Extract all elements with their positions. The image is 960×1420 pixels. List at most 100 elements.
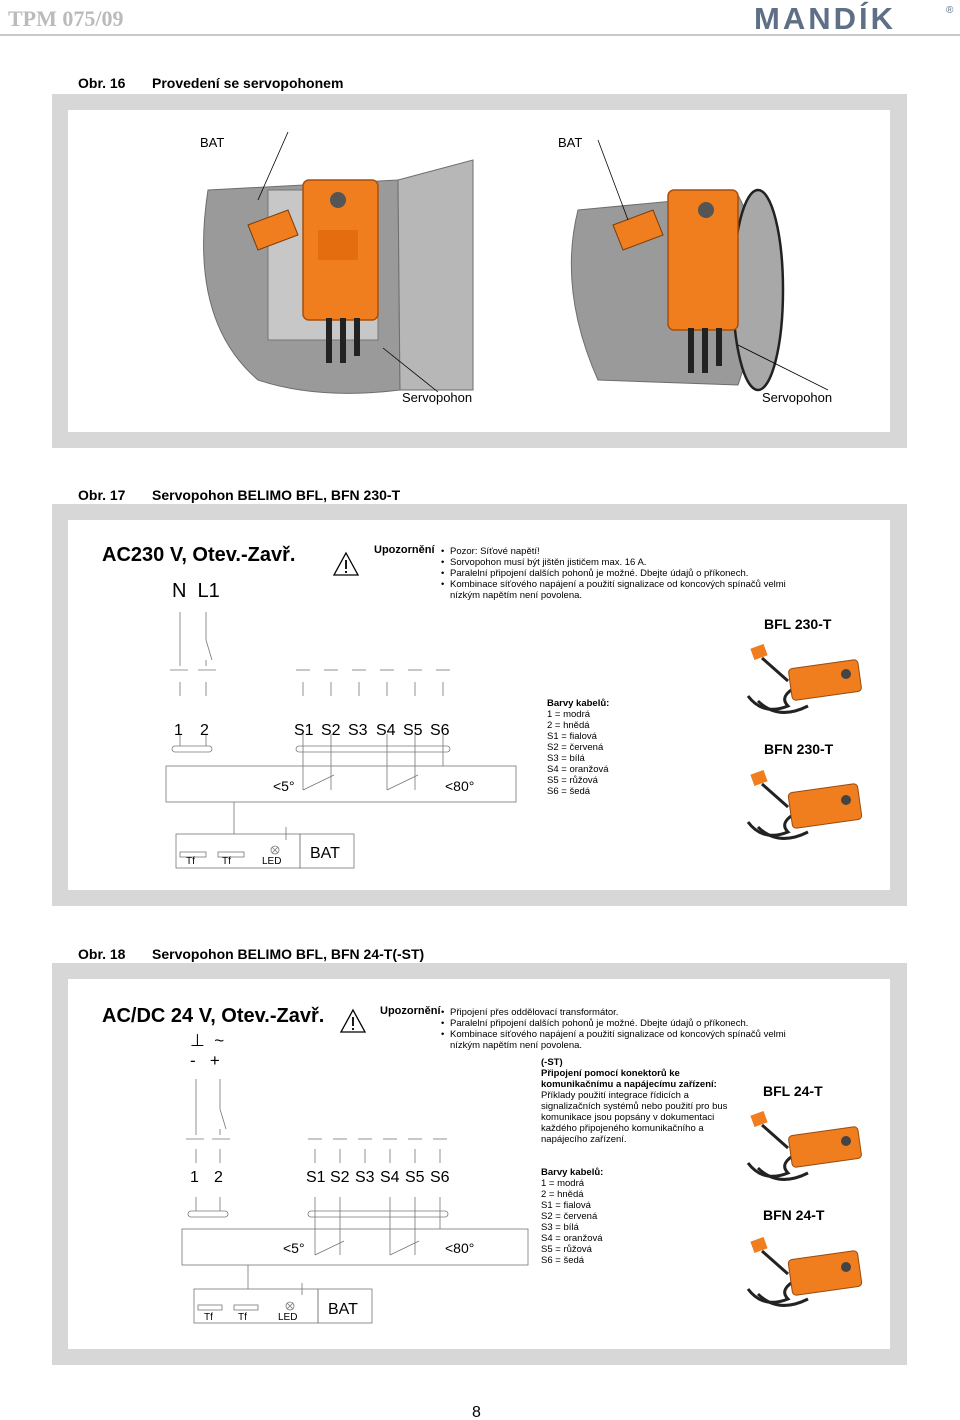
bfn-24-actuator-photo [746, 1236, 863, 1307]
cable-color-item: S1 = fialová [547, 731, 597, 742]
warning-item: Paralelní připojení dalších pohonů je mo… [441, 568, 811, 579]
brand-logo: MANDÍK ® [754, 1, 954, 36]
warning-triangle-icon [339, 1008, 367, 1033]
fig17-supply-title: AC230 V, Otev.-Zavř. [102, 544, 296, 566]
terminal-label: S4 [380, 1169, 400, 1186]
fig18-number: Obr. 18 [78, 946, 126, 962]
cable-colors-title: Barvy kabelů: [547, 698, 610, 709]
terminal-label: 1 [174, 722, 183, 739]
fig17-panel-inner: AC230 V, Otev.-Zavř. N L1 Upozornění Poz… [68, 520, 890, 890]
fig17-model-top: BFL 230-T [764, 616, 832, 632]
tf-label: Tf [222, 856, 231, 867]
document-code: TPM 075/09 [8, 6, 124, 31]
fig18-warning-title: Upozornění [380, 1005, 441, 1017]
fig16-bat-label-left: BAT [200, 135, 225, 150]
fig18-pole-symbols: ⊥ ~ [190, 1031, 225, 1050]
fig17-model-bottom: BFN 230-T [764, 741, 834, 757]
warning-item: Sorvopohon musí být jištěn jističem max.… [441, 557, 811, 568]
page-number: 8 [472, 1404, 481, 1420]
fig18-pole-signs: - + [190, 1051, 220, 1070]
terminal-label: 2 [214, 1169, 223, 1186]
cable-color-item: S5 = růžová [547, 775, 598, 786]
angle-low-label: <5° [273, 778, 295, 794]
cable-color-item: S3 = bílá [541, 1222, 579, 1233]
fig18-st-note: (-ST) Připojení pomocí konektorů ke komu… [541, 1057, 741, 1145]
fig16-actuator-label-left: Servopohon [402, 390, 473, 405]
fig18-warning-list: Připojení přes oddělovací transformátor.… [441, 1007, 811, 1051]
terminal-label: 2 [200, 722, 209, 739]
terminal-label: S5 [403, 722, 423, 739]
fig16-bat-label-right: BAT [558, 135, 583, 150]
fig18-panel: AC/DC 24 V, Otev.-Zavř. ⊥ ~ - + Upozorně… [52, 963, 907, 1365]
tf-label: Tf [186, 856, 195, 867]
cable-color-item: S5 = růžová [541, 1244, 592, 1255]
tf-label: Tf [204, 1312, 213, 1323]
terminal-label: 1 [190, 1169, 199, 1186]
bat-box-label: BAT [328, 1301, 358, 1318]
fig17-title: Servopohon BELIMO BFL, BFN 230-T [152, 487, 401, 503]
terminal-label: S6 [430, 1169, 450, 1186]
bfl-24-actuator-photo [746, 1110, 862, 1181]
fig16-actuator-label-right: Servopohon [762, 390, 833, 405]
damper-with-actuator-illustration-left [203, 131, 474, 394]
fig18-model-bottom: BFN 24-T [763, 1207, 825, 1223]
warning-item: Kombinace síťového napájení a použití si… [441, 579, 811, 601]
fig17-warning-list: Pozor: Síťové napětí! Sorvopohon musí bý… [441, 546, 811, 601]
cable-color-item: S4 = oranžová [547, 764, 609, 775]
bfn-actuator-photo [746, 769, 863, 840]
brand-text: MANDÍK [754, 1, 896, 36]
cable-color-item: S6 = šedá [541, 1255, 585, 1266]
mandik-logo-graphic: MANDÍK ® [754, 1, 954, 36]
st-note-title: (-ST) [541, 1057, 563, 1068]
cable-color-item: 1 = modrá [541, 1178, 585, 1189]
cable-color-item: S2 = červená [547, 742, 604, 753]
warning-triangle-icon [332, 551, 360, 576]
cable-colors-title: Barvy kabelů: [541, 1167, 604, 1178]
led-label: LED [262, 856, 281, 867]
terminal-label: S5 [405, 1169, 425, 1186]
fig17-panel: AC230 V, Otev.-Zavř. N L1 Upozornění Poz… [52, 504, 907, 906]
st-note-subtitle: Připojení pomocí konektorů ke komunikačn… [541, 1068, 717, 1090]
terminal-label: S1 [306, 1169, 326, 1186]
terminal-label: S6 [430, 722, 450, 739]
terminal-label: S2 [321, 722, 341, 739]
terminal-label: S1 [294, 722, 314, 739]
fig18-supply-title: AC/DC 24 V, Otev.-Zavř. [102, 1005, 325, 1027]
warning-item: Pozor: Síťové napětí! [441, 546, 811, 557]
angle-high-label: <80° [445, 778, 474, 794]
fig18-title: Servopohon BELIMO BFL, BFN 24-T(-ST) [152, 946, 425, 962]
cable-color-item: S2 = červená [541, 1211, 598, 1222]
fig18-model-top: BFL 24-T [763, 1083, 823, 1099]
cable-color-item: S6 = šedá [547, 786, 591, 797]
fig18-panel-inner: AC/DC 24 V, Otev.-Zavř. ⊥ ~ - + Upozorně… [68, 979, 890, 1349]
fig18-wiring-diagram: 1 2 S1 S2 S3 S4 S5 S6 <5° <80° Tf Tf LED… [181, 1079, 529, 1324]
terminal-label: S2 [330, 1169, 350, 1186]
led-label: LED [278, 1312, 297, 1323]
terminal-label: S3 [348, 722, 368, 739]
terminal-label: S3 [355, 1169, 375, 1186]
fig16-panel: BAT Servopohon BAT Servopohon [52, 94, 907, 448]
damper-with-actuator-illustration-right [570, 139, 829, 392]
bfl-actuator-photo [746, 643, 862, 714]
registered-mark: ® [946, 5, 954, 16]
fig16-panel-inner: BAT Servopohon BAT Servopohon [68, 110, 890, 432]
angle-low-label: <5° [283, 1240, 305, 1256]
fig17-warning-title: Upozornění [374, 544, 435, 556]
tf-label: Tf [238, 1312, 247, 1323]
cable-color-item: S4 = oranžová [541, 1233, 603, 1244]
fig17-cable-colors: Barvy kabelů: 1 = modrá 2 = hnědá S1 = f… [547, 698, 609, 797]
fig17-wiring-diagram: 1 2 S1 S2 S3 S4 S5 S6 <5° <80° Tf Tf LED… [165, 612, 517, 869]
terminal-label: S4 [376, 722, 396, 739]
warning-item: Kombinace síťového napájení a použití si… [441, 1029, 811, 1051]
cable-color-item: 2 = hnědá [547, 720, 590, 731]
cable-color-item: S1 = fialová [541, 1200, 591, 1211]
fig17-poles: N L1 [172, 580, 220, 602]
angle-high-label: <80° [445, 1240, 474, 1256]
cable-color-item: S3 = bílá [547, 753, 585, 764]
warning-item: Připojení přes oddělovací transformátor. [441, 1007, 811, 1018]
bat-box-label: BAT [310, 845, 340, 862]
cable-color-item: 1 = modrá [547, 709, 591, 720]
fig18-cable-colors: Barvy kabelů: 1 = modrá 2 = hnědá S1 = f… [541, 1167, 603, 1266]
fig16-title: Provedení se servopohonem [152, 75, 344, 91]
warning-item: Paralelní připojení dalších pohonů je mo… [441, 1018, 811, 1029]
